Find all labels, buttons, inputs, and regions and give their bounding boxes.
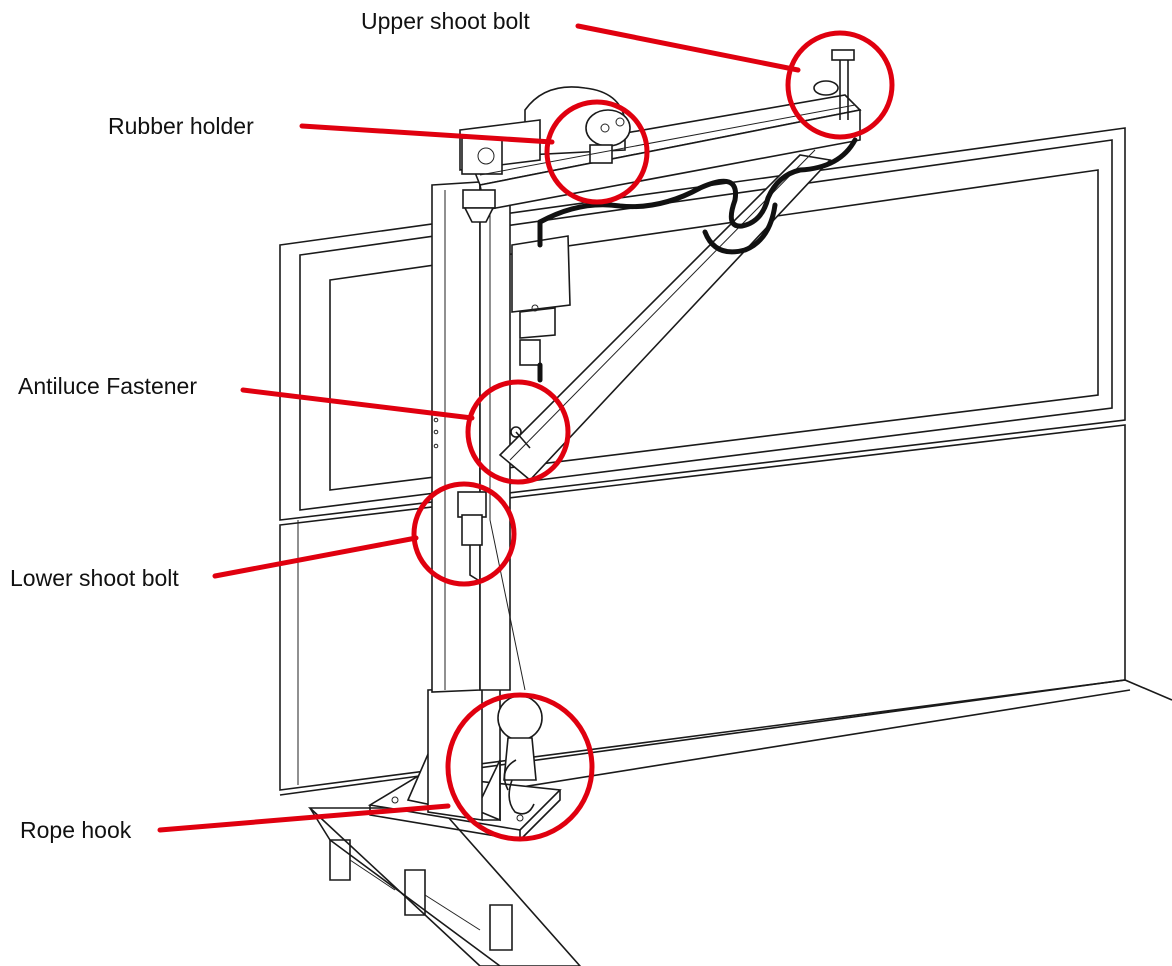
callout-label-rubber-holder: Rubber holder <box>108 113 254 139</box>
cables <box>537 137 858 383</box>
guard-panel <box>279 127 1172 801</box>
callout-label-antiluce-fastener: Antiluce Fastener <box>18 373 197 399</box>
callout-label-lower-shoot-bolt: Lower shoot bolt <box>10 565 179 591</box>
callout-label-upper-shoot-bolt: Upper shoot bolt <box>361 8 530 34</box>
deck-base <box>307 807 582 966</box>
callout-label-rope-hook: Rope hook <box>20 817 132 843</box>
callout-antiluce-fastener: Antiluce Fastener <box>18 373 571 485</box>
callout-lower-shoot-bolt: Lower shoot bolt <box>10 481 517 591</box>
davit-arm <box>457 49 862 815</box>
callout-upper-shoot-bolt: Upper shoot bolt <box>361 8 895 140</box>
callout-rubber-holder: Rubber holder <box>108 99 650 205</box>
callout-rope-hook: Rope hook <box>20 692 595 843</box>
